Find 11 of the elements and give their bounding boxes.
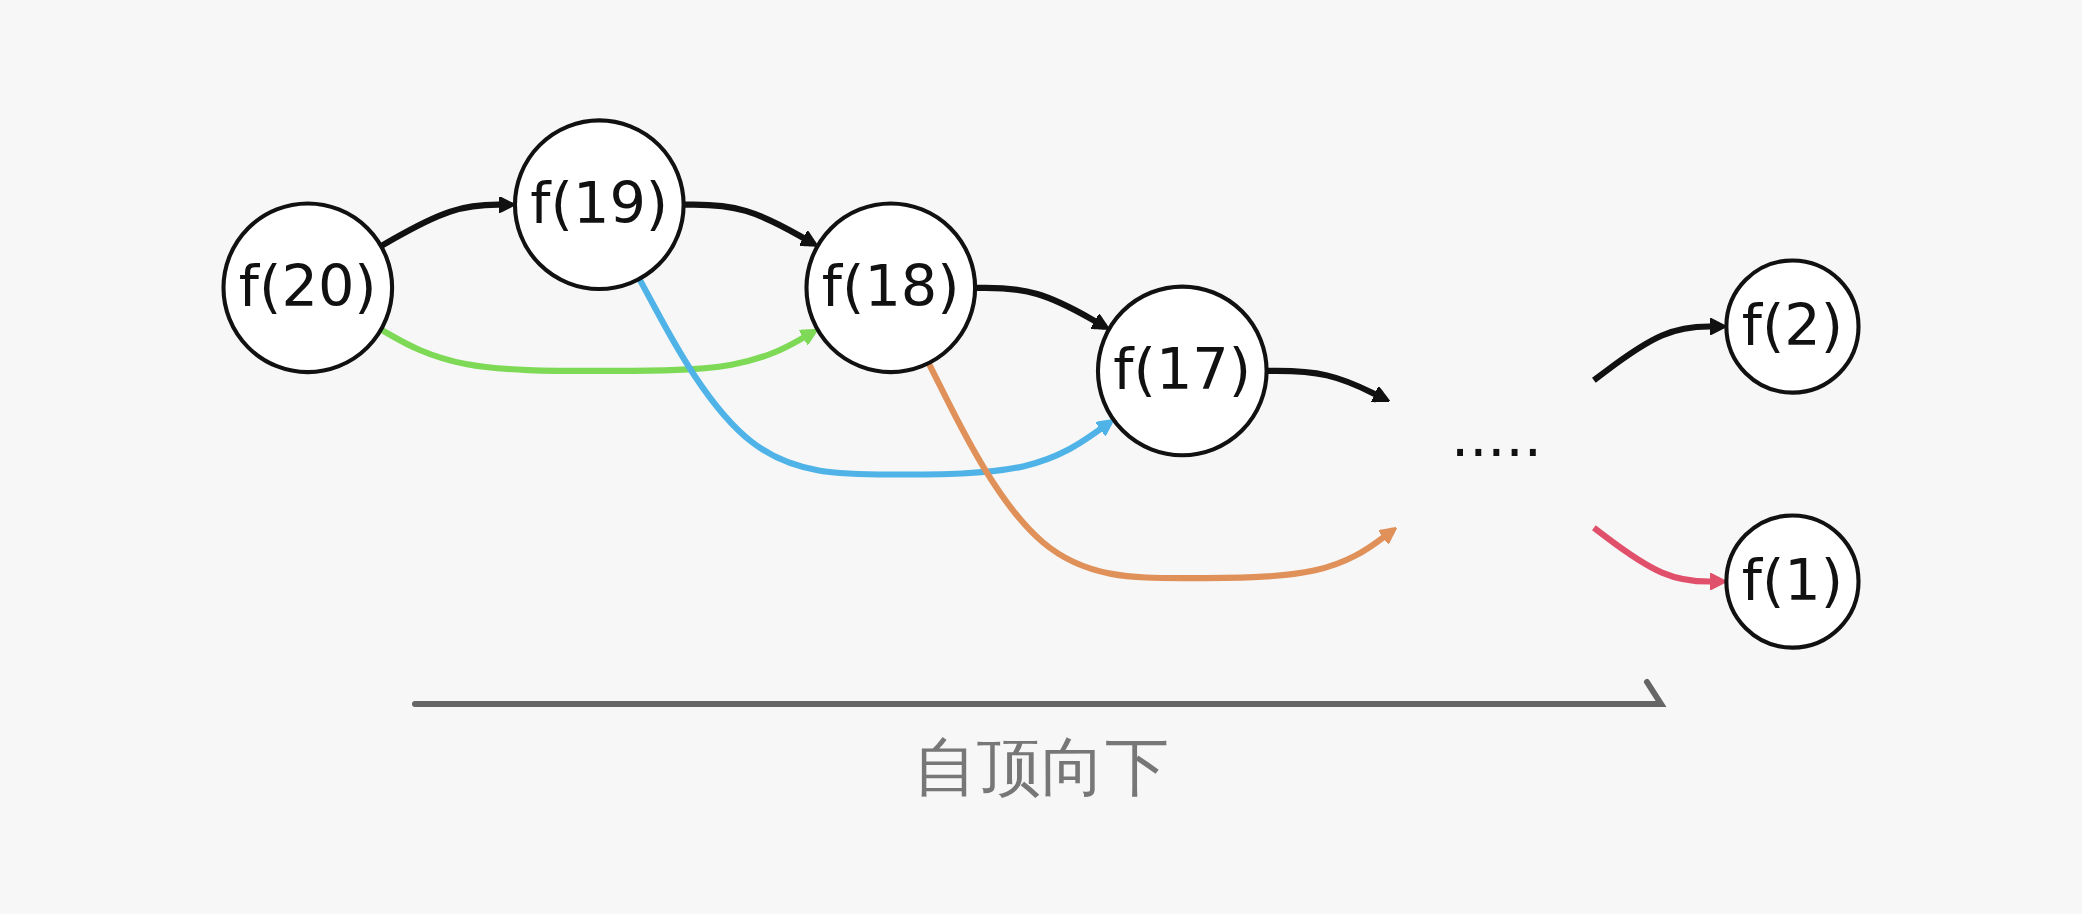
arrow xyxy=(1266,367,1391,402)
node-circle: f(17) xyxy=(1095,284,1269,457)
node-text: ····· xyxy=(1450,418,1543,487)
node-circle: f(19) xyxy=(512,117,686,291)
direction-label: 自顶向下 xyxy=(913,728,1169,806)
node-circle: f(20) xyxy=(221,200,395,374)
node-circle: f(2) xyxy=(1724,257,1861,395)
node-circle: f(1) xyxy=(1724,512,1861,650)
arrow xyxy=(975,284,1110,330)
node-circle: f(18) xyxy=(804,200,978,374)
arrow xyxy=(379,326,819,374)
